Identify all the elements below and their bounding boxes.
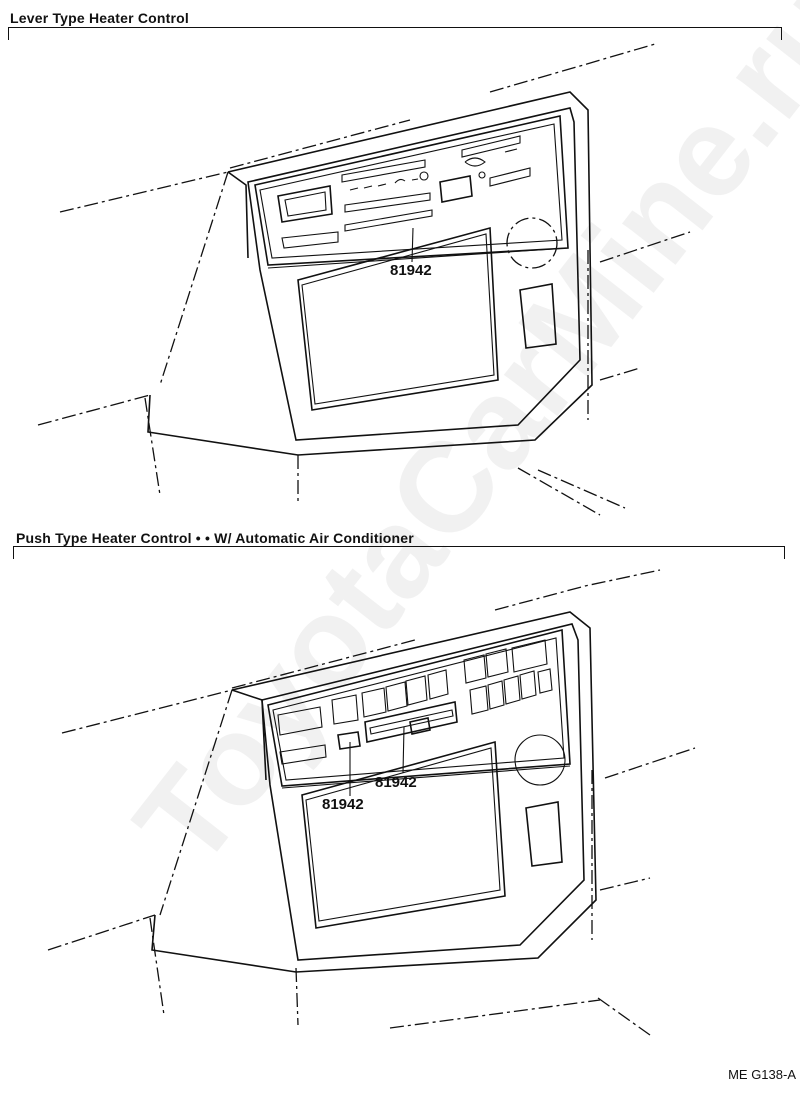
part-number-label: 81942 <box>375 774 417 791</box>
section-bracket-lever-type <box>8 27 782 40</box>
lever-type-dashboard-drawing <box>37 43 691 516</box>
part-number-label: 81942 <box>322 796 364 813</box>
illustration-code: ME G138-A <box>728 1067 796 1082</box>
section-bracket-push-type <box>13 546 785 559</box>
section-title-push-type: Push Type Heater Control • • W/ Automati… <box>16 530 414 546</box>
push-type-dashboard-drawing <box>47 569 696 1036</box>
part-number-label: 81942 <box>390 262 432 279</box>
section-title-lever-type: Lever Type Heater Control <box>10 10 190 26</box>
